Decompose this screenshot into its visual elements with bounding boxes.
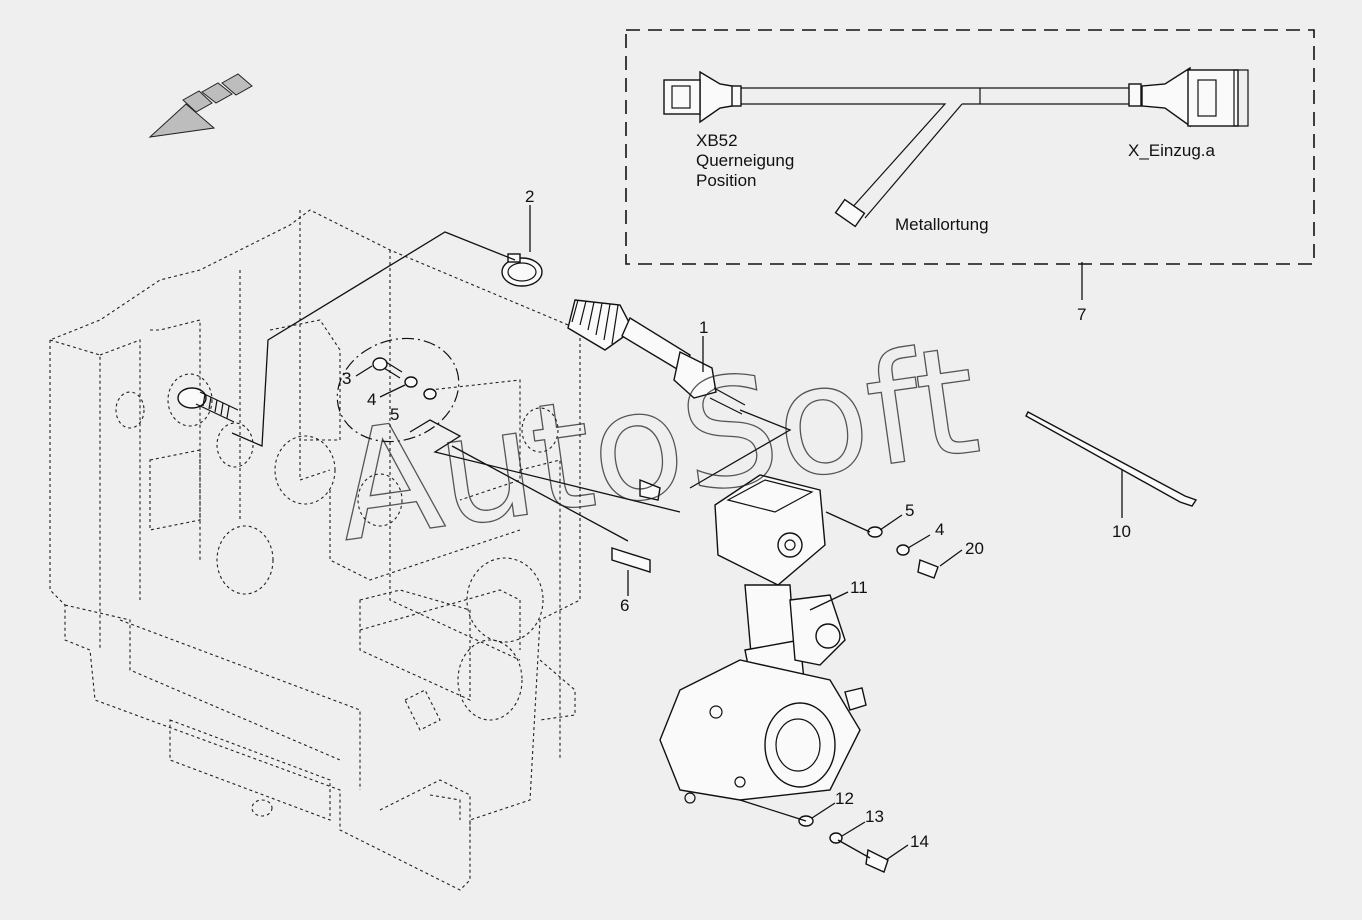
connector-left-label-line-2: Querneigung — [696, 151, 794, 170]
callout-5-left: 5 — [390, 405, 399, 424]
frame-shaft-stub — [177, 387, 239, 423]
right-hardware — [798, 526, 939, 873]
machine-frame — [49, 209, 581, 891]
callout-7: 7 — [1077, 305, 1086, 324]
connector-right-label: X_Einzug.a — [1128, 141, 1215, 160]
callout-5-right: 5 — [905, 501, 914, 520]
connector-left-label-line-3: Position — [696, 171, 756, 190]
direction-arrow-icon — [148, 73, 253, 138]
callout-2: 2 — [525, 187, 534, 206]
callout-3: 3 — [342, 369, 351, 388]
branch-label: Metallortung — [895, 215, 989, 234]
callout-6: 6 — [620, 596, 629, 615]
wiring-harness — [663, 66, 1249, 228]
callout-13: 13 — [865, 807, 884, 826]
callout-4-right: 4 — [935, 520, 944, 539]
detail-ellipse — [336, 337, 460, 443]
callout-14: 14 — [910, 832, 929, 851]
callout-11: 11 — [850, 578, 868, 597]
callout-10: 10 — [1112, 522, 1131, 541]
spacer — [611, 547, 651, 573]
callout-20: 20 — [965, 539, 984, 558]
shaft-with-bellows — [567, 299, 746, 415]
assembly-lines — [231, 231, 871, 859]
cable-tie — [1025, 411, 1198, 507]
callout-leaders — [355, 205, 1123, 861]
callout-4-left: 4 — [367, 390, 376, 409]
callout-12: 12 — [835, 789, 854, 808]
connector-left-label-line-1: XB52 — [696, 131, 738, 150]
callout-1: 1 — [699, 318, 708, 337]
harness-detail-frame — [625, 29, 1315, 265]
sensor-assembly — [639, 474, 867, 804]
hose-clamp — [501, 253, 543, 287]
bolt-and-washers — [372, 357, 437, 400]
